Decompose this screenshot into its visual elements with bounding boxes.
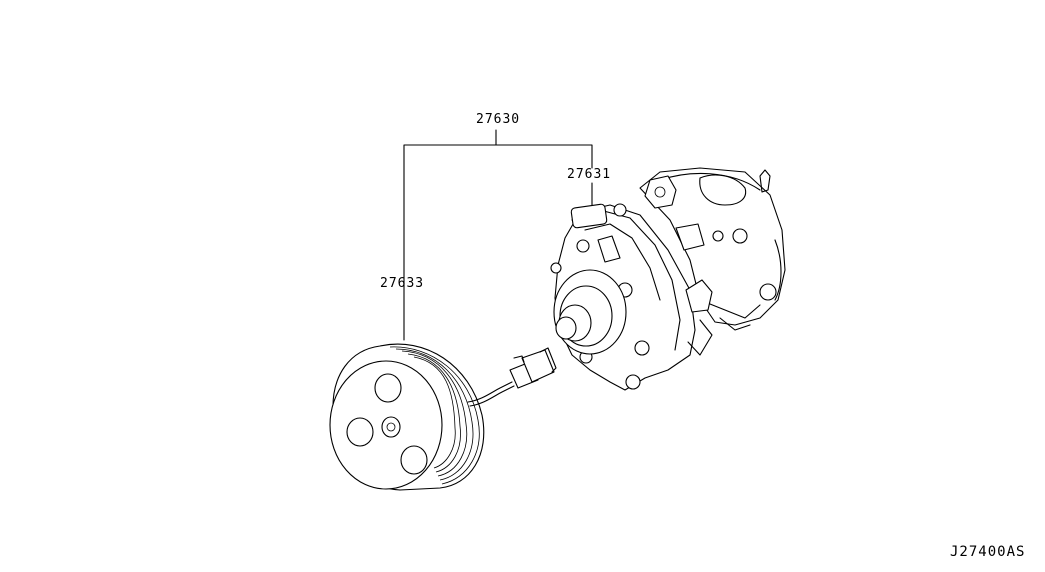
clutch-pulley-illustration <box>329 343 485 491</box>
callout-assembly-number: 27630 <box>476 112 521 127</box>
compressor-illustration <box>550 167 786 391</box>
callout-compressor-number: 27631 <box>567 167 612 182</box>
leader-lines <box>403 129 593 341</box>
drawing-code: J27400AS <box>950 544 1026 560</box>
clutch-connector-illustration <box>467 347 557 407</box>
callout-clutch-number: 27633 <box>380 276 425 291</box>
